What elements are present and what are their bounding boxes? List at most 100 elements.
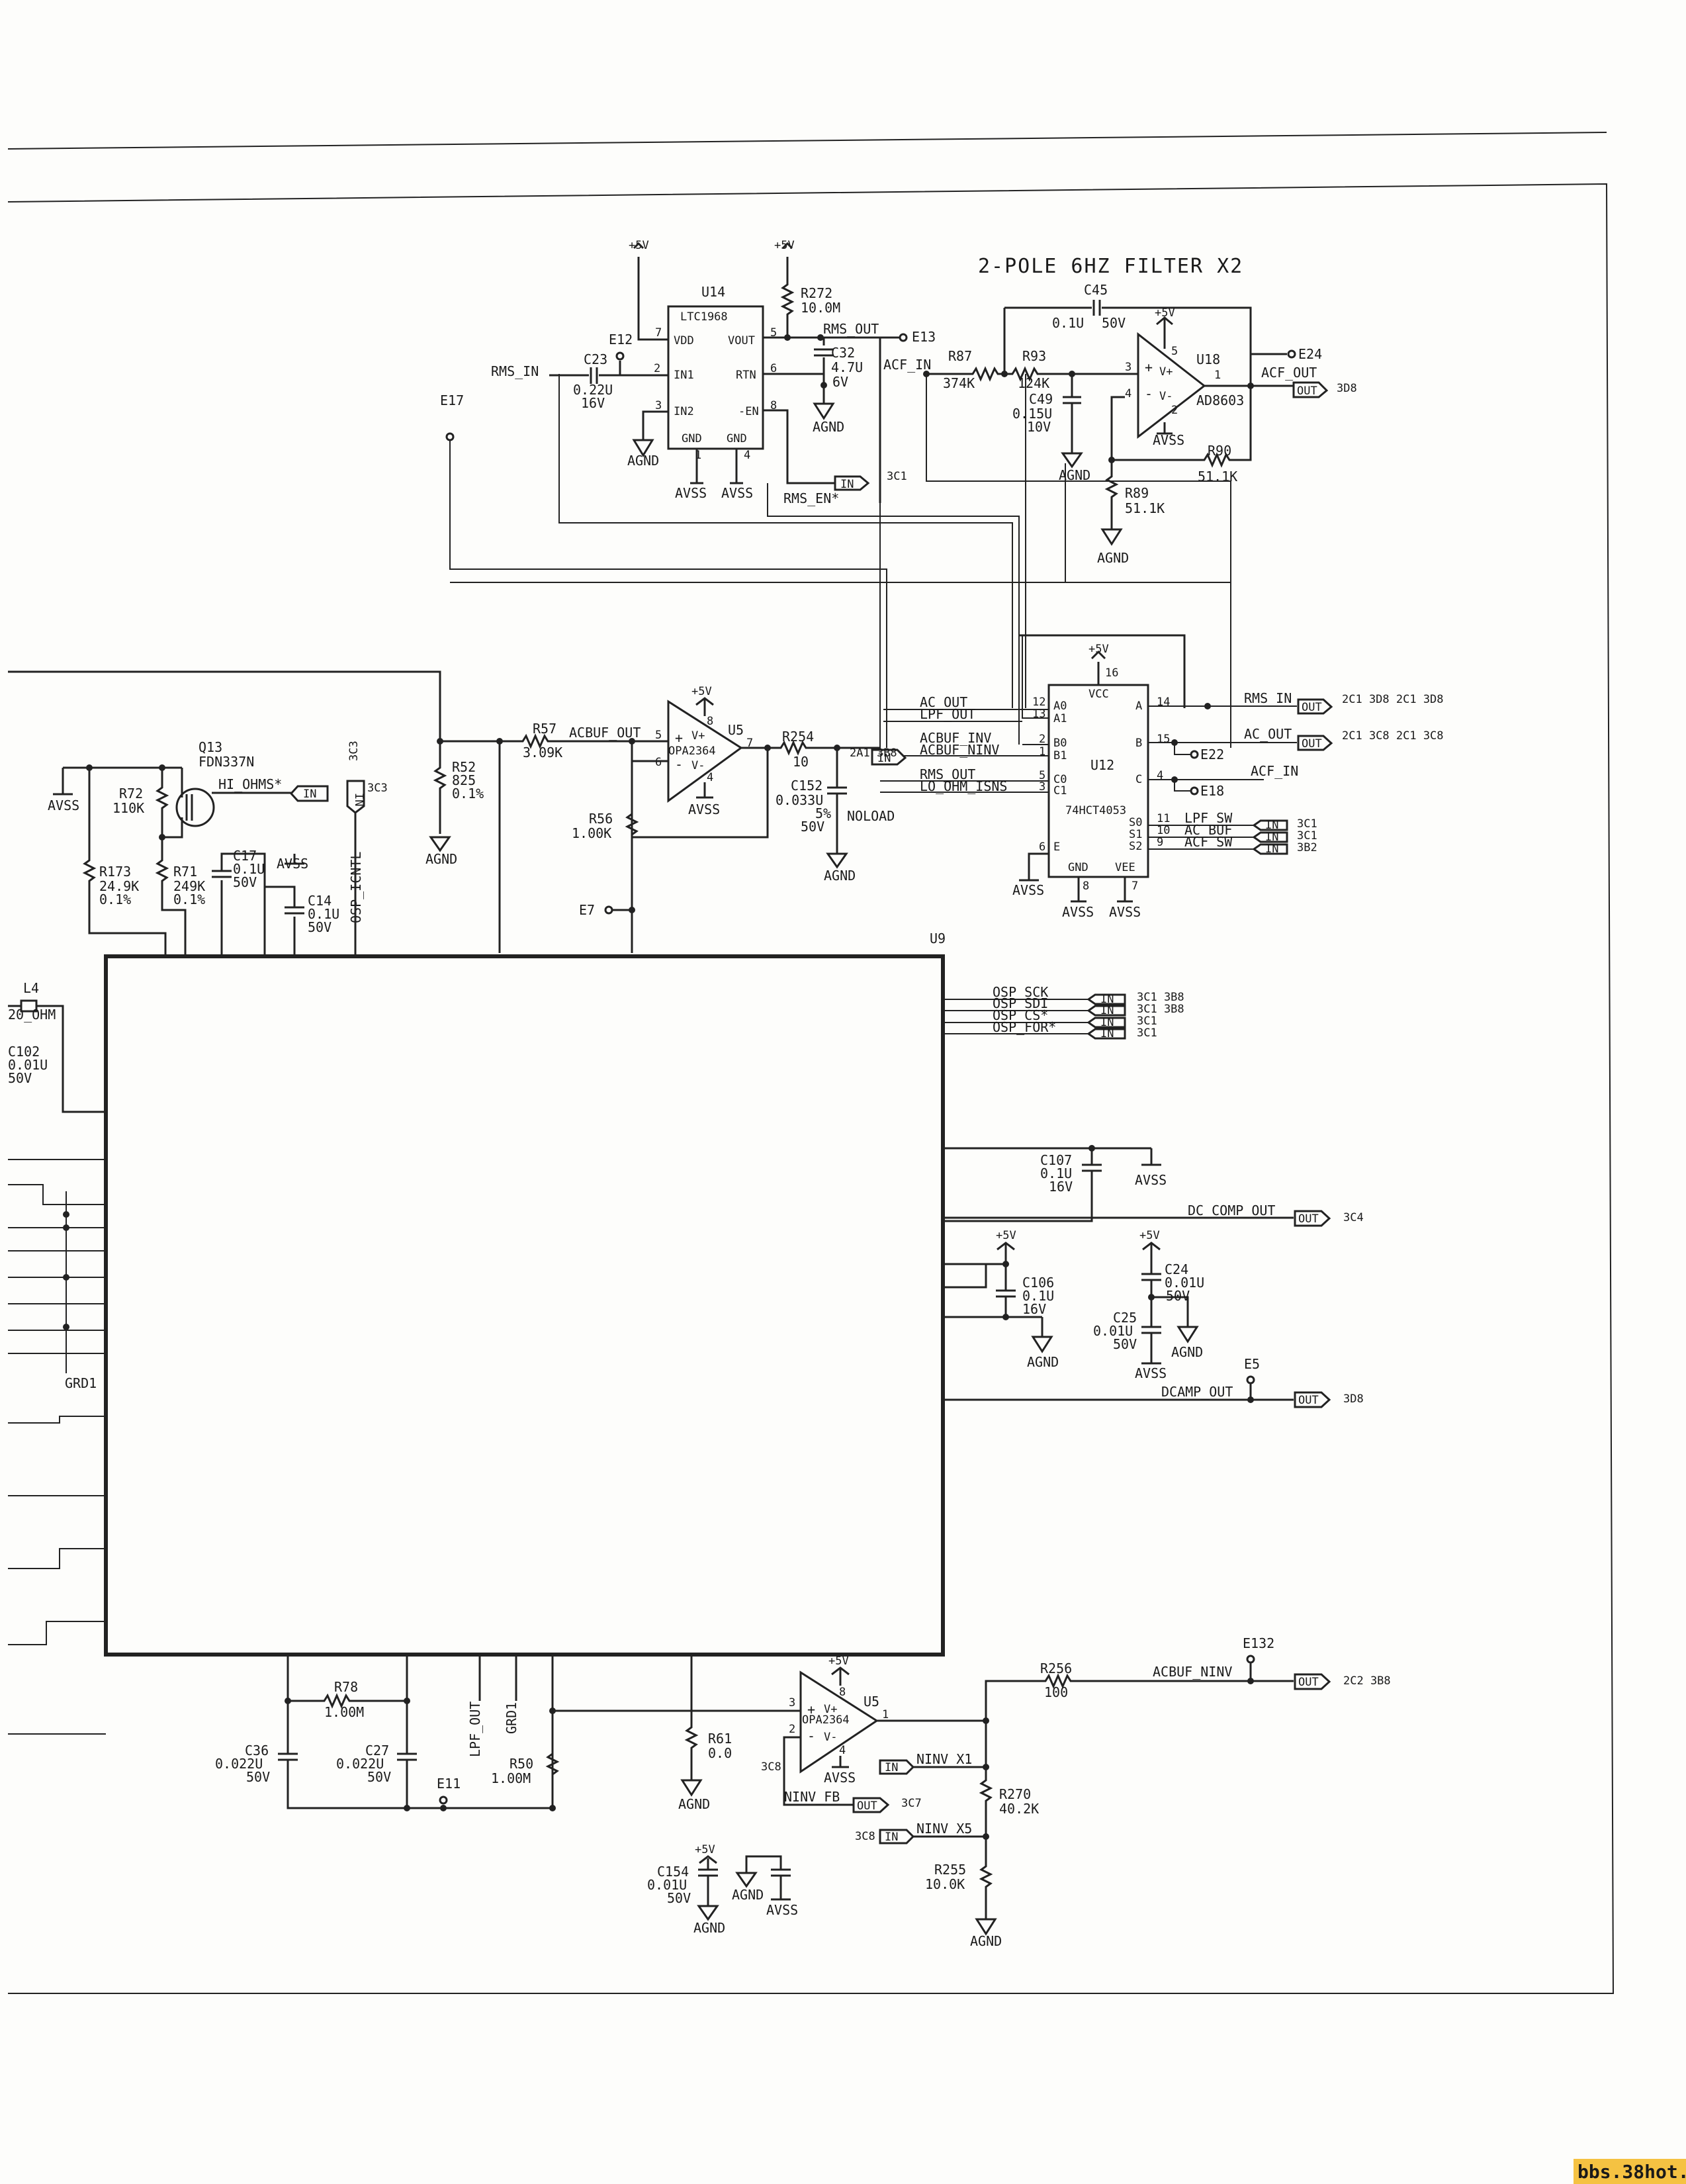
svg-text:AVSS: AVSS [721, 485, 753, 501]
svg-text:0.0: 0.0 [708, 1745, 732, 1761]
svg-text:7: 7 [655, 326, 662, 340]
svg-text:3C1 3B8: 3C1 3B8 [1137, 991, 1184, 1004]
svg-text:2: 2 [1039, 733, 1045, 746]
svg-text:10: 10 [793, 754, 809, 770]
svg-text:825: 825 [452, 772, 476, 788]
inductor-l4 [8, 1005, 106, 1113]
svg-text:6: 6 [770, 362, 777, 375]
resistor-r78 [287, 1655, 408, 1709]
svg-text:3.09K: 3.09K [523, 745, 562, 760]
svg-text:AGND: AGND [1097, 550, 1129, 566]
svg-text:R256: R256 [1040, 1661, 1072, 1676]
svg-text:50V: 50V [308, 919, 332, 935]
svg-text:100: 100 [1044, 1684, 1068, 1700]
svg-text:16V: 16V [581, 395, 605, 411]
svg-text:3D8: 3D8 [1343, 1392, 1364, 1406]
capacitor-c14 [265, 886, 304, 956]
resistor-r61 [553, 1655, 801, 1780]
resistor-r72 [155, 768, 169, 837]
svg-text:OUT: OUT [1298, 1394, 1319, 1407]
svg-text:AVSS: AVSS [1012, 882, 1044, 898]
port-acbuf-ninv-out [1294, 1673, 1331, 1690]
svg-text:V+: V+ [824, 1703, 837, 1716]
svg-text:3B2: 3B2 [1297, 841, 1317, 854]
svg-text:C27: C27 [365, 1743, 389, 1758]
resistor-r256 [877, 1673, 1294, 1722]
svg-text:-: - [1145, 386, 1153, 402]
svg-text:OUT: OUT [857, 1799, 877, 1813]
svg-text:RTN: RTN [736, 369, 756, 382]
svg-text:RMS_IN: RMS_IN [1244, 690, 1292, 706]
svg-text:50V: 50V [246, 1769, 270, 1785]
svg-text:5: 5 [655, 729, 662, 742]
svg-text:IN2: IN2 [674, 405, 694, 418]
svg-text:IN: IN [1100, 1027, 1114, 1040]
agnd-symbol [632, 439, 654, 457]
svg-text:4: 4 [744, 449, 750, 462]
resistor-r71 [155, 837, 187, 956]
svg-text:C0: C0 [1053, 773, 1067, 786]
svg-text:3C1: 3C1 [1297, 829, 1317, 842]
svg-text:OPA2364: OPA2364 [802, 1713, 850, 1727]
svg-text:3: 3 [789, 1696, 795, 1709]
svg-text:C1: C1 [1053, 784, 1067, 797]
svg-text:8: 8 [770, 399, 777, 412]
transistor-q13 [175, 788, 215, 827]
svg-text:3C8: 3C8 [761, 1760, 781, 1774]
svg-text:24.9K: 24.9K [99, 878, 139, 894]
svg-text:R71: R71 [173, 864, 197, 880]
svg-text:E17: E17 [440, 392, 464, 408]
svg-text:NOLOAD: NOLOAD [847, 808, 895, 824]
svg-text:6V: 6V [832, 374, 848, 390]
svg-text:1: 1 [882, 1708, 889, 1721]
svg-text:C32: C32 [831, 345, 855, 361]
svg-text:E18: E18 [1200, 783, 1224, 799]
testpoint-e18 [1190, 786, 1199, 796]
svg-text:0.01U: 0.01U [647, 1877, 687, 1893]
svg-text:2A1 3B8: 2A1 3B8 [850, 747, 897, 760]
svg-text:R78: R78 [334, 1679, 358, 1695]
svg-text:10V: 10V [1027, 419, 1051, 435]
svg-text:L4: L4 [23, 980, 39, 996]
svg-text:AVSS: AVSS [688, 801, 720, 817]
svg-text:E11: E11 [437, 1776, 461, 1792]
svg-text:OUT: OUT [1297, 385, 1317, 398]
svg-text:DC_COMP_OUT: DC_COMP_OUT [1188, 1203, 1275, 1218]
svg-text:VOUT: VOUT [728, 334, 755, 347]
svg-text:AVSS: AVSS [48, 797, 79, 813]
svg-text:+5V: +5V [828, 1655, 849, 1668]
testpoint-e22 [1190, 750, 1199, 759]
sheet-frame [7, 183, 1615, 1994]
port-acf-out [1292, 381, 1329, 398]
power-arrow [633, 242, 644, 250]
svg-text:2: 2 [654, 362, 660, 375]
svg-text:ACBUF_NINV: ACBUF_NINV [920, 742, 999, 758]
svg-text:IN: IN [885, 1761, 898, 1774]
svg-text:C152: C152 [791, 778, 822, 794]
svg-text:8: 8 [1083, 880, 1089, 893]
svg-text:ACF_IN: ACF_IN [883, 357, 931, 373]
svg-text:A0: A0 [1053, 700, 1067, 713]
svg-text:C: C [1135, 773, 1142, 786]
svg-text:OUT: OUT [1298, 1212, 1319, 1226]
resistor-r270-r255 [979, 1721, 993, 1919]
svg-text:5%: 5% [815, 805, 831, 821]
svg-text:4: 4 [1125, 387, 1131, 400]
svg-text:LPF_OUT: LPF_OUT [920, 706, 975, 722]
port-dcamp-out [1294, 1391, 1331, 1408]
resistor-r272 [780, 257, 795, 338]
svg-text:R56: R56 [589, 811, 613, 827]
svg-text:ACF_OUT: ACF_OUT [1261, 365, 1317, 381]
svg-text:C102: C102 [8, 1044, 40, 1060]
port-acf-sw-in [1252, 843, 1288, 855]
svg-text:AGND: AGND [425, 851, 457, 867]
svg-text:3: 3 [1039, 780, 1045, 794]
svg-text:11: 11 [1157, 812, 1170, 825]
svg-text:ACF_IN: ACF_IN [1251, 763, 1298, 779]
svg-text:3C8: 3C8 [855, 1830, 875, 1843]
svg-text:ACBUF_INV: ACBUF_INV [920, 730, 991, 746]
svg-text:0.1U: 0.1U [1022, 1288, 1054, 1304]
svg-text:C25: C25 [1113, 1310, 1137, 1326]
testpoint-e12 [615, 351, 625, 361]
